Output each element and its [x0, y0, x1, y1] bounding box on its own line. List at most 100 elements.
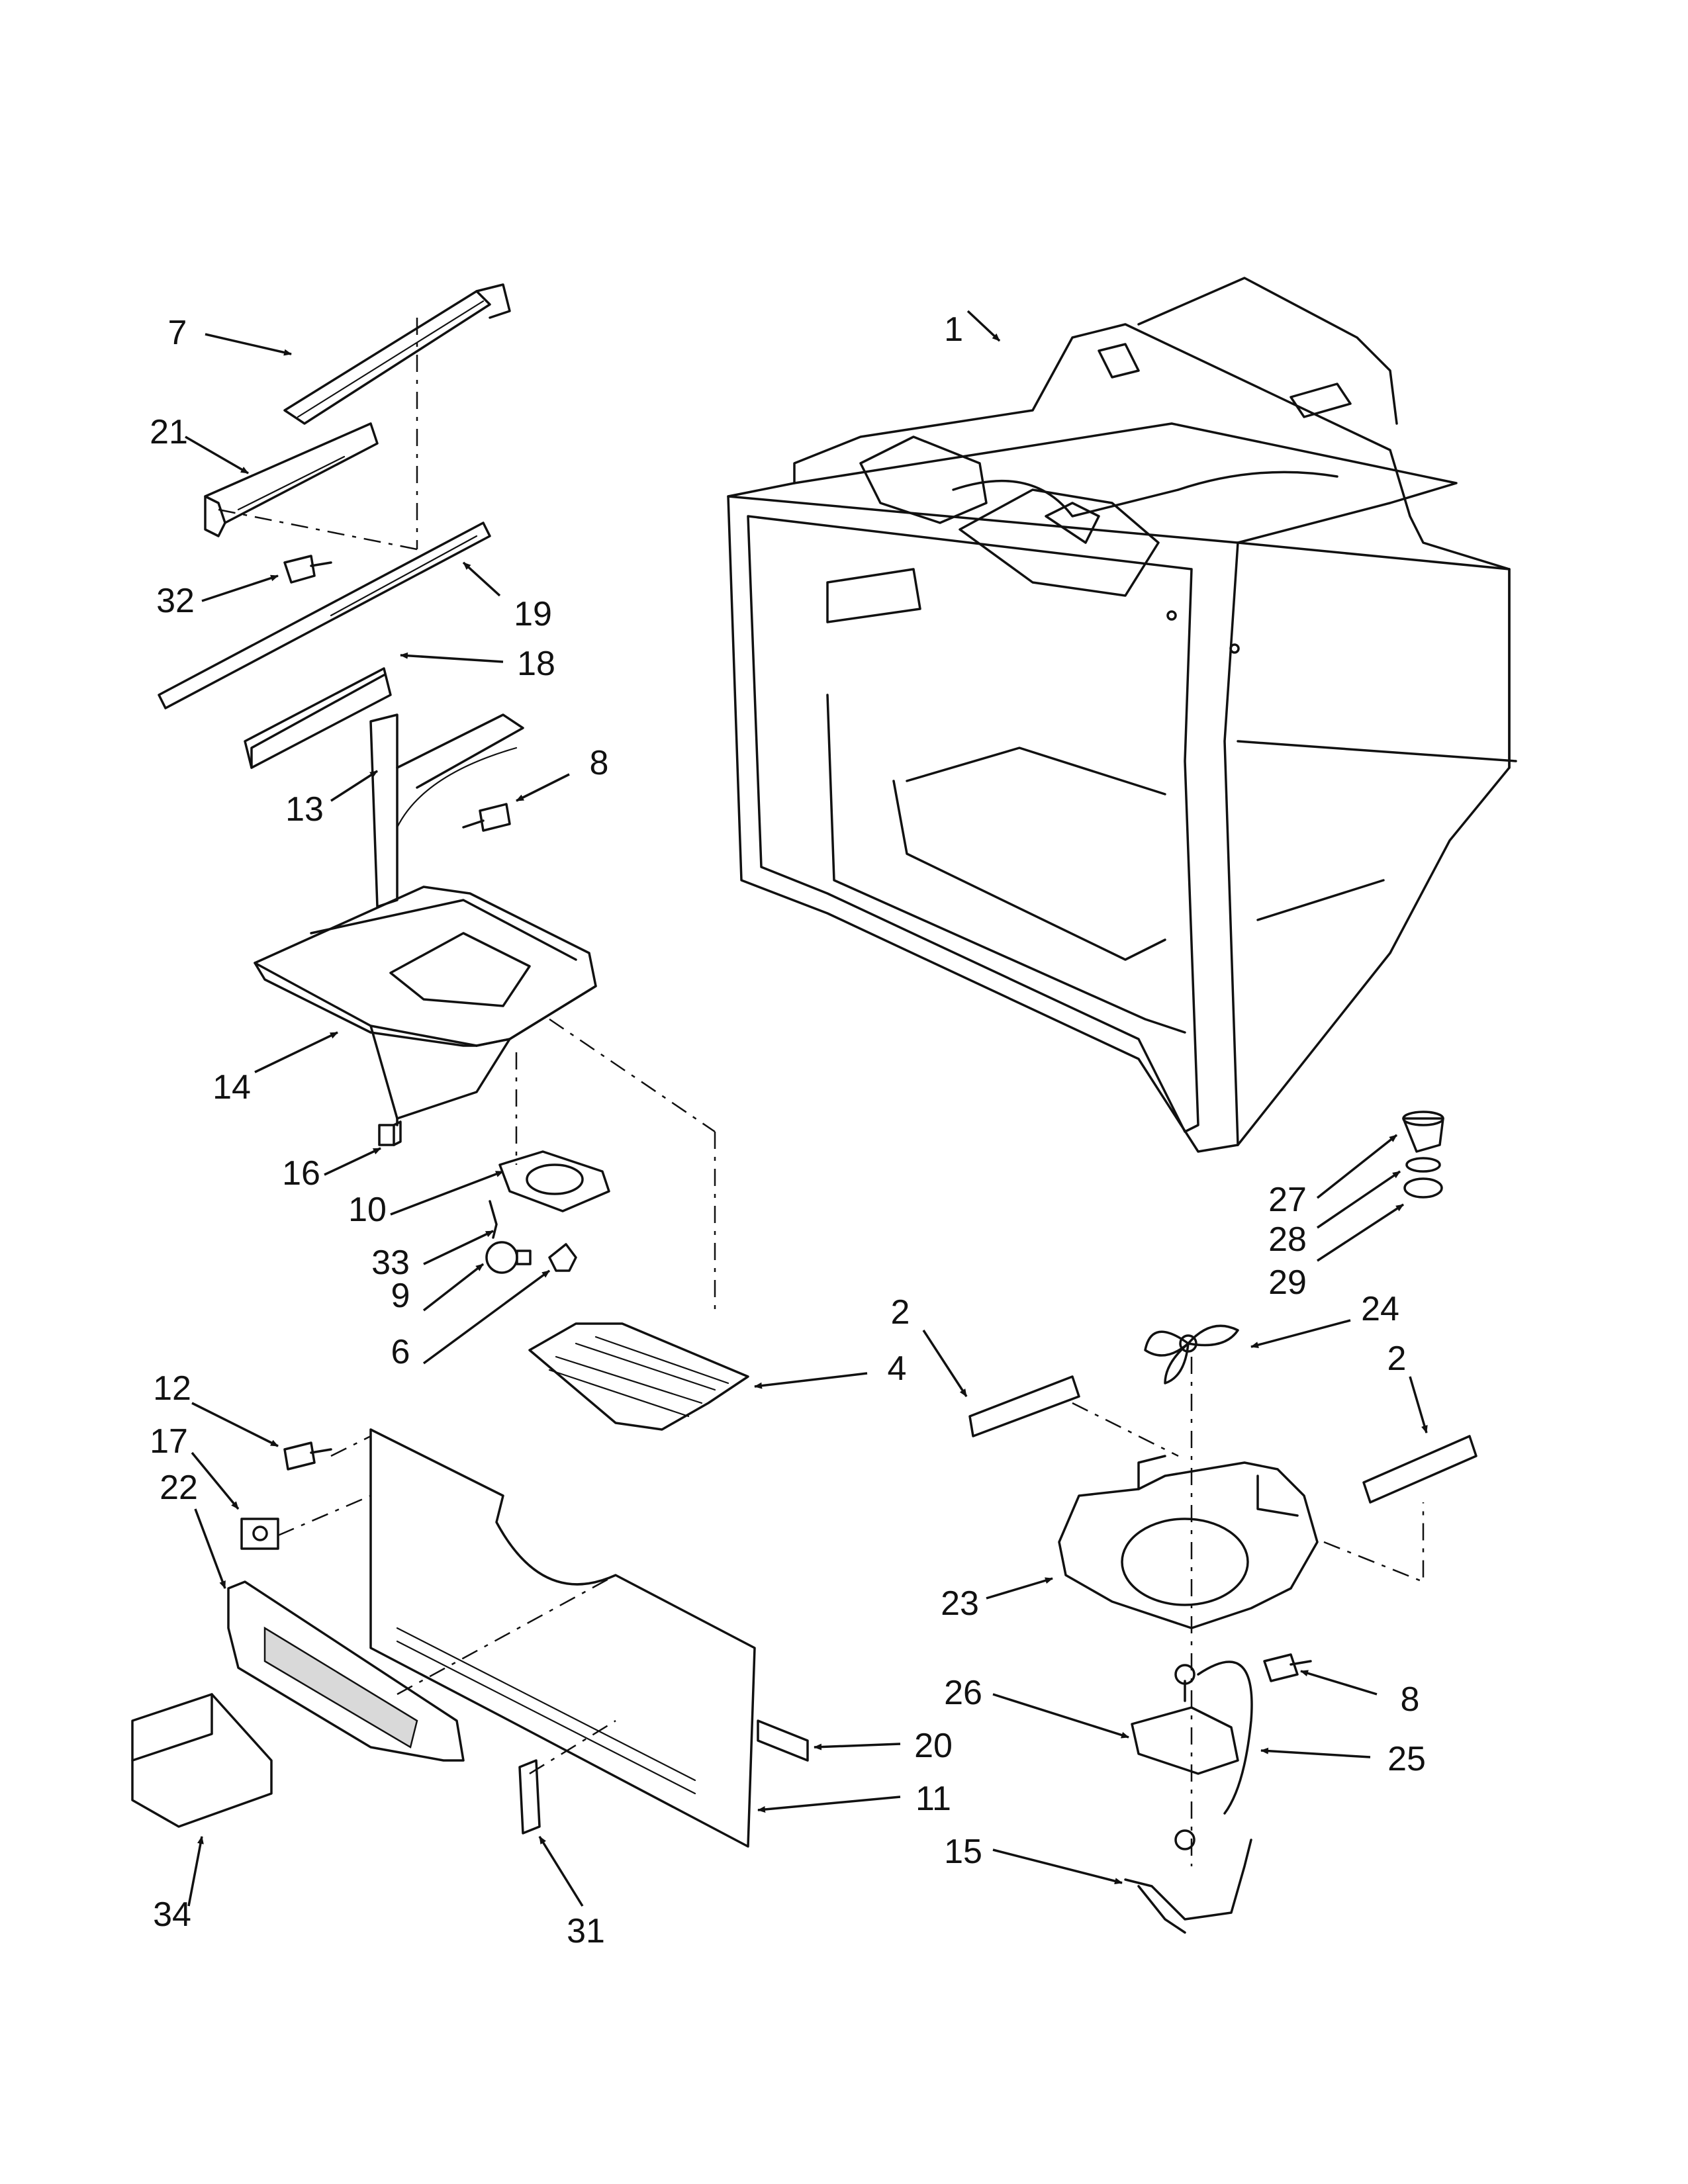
callout-31: 31 [567, 1912, 605, 1950]
callout-22: 22 [160, 1469, 198, 1507]
leader-16 [324, 1147, 381, 1176]
screw-32-part [283, 555, 332, 584]
leader-18 [400, 652, 504, 663]
fan-housing-part [1058, 1455, 1319, 1629]
drip-tray-part [528, 1322, 749, 1431]
rail-bracket-part [204, 422, 379, 537]
leader-24 [1250, 1319, 1351, 1348]
leader-4 [754, 1372, 868, 1389]
leader-8a [516, 773, 570, 802]
screw-33-part [489, 1200, 498, 1239]
callout-34: 34 [153, 1895, 191, 1934]
slide-rail-part [158, 522, 491, 709]
callout-26: 26 [944, 1674, 982, 1712]
callout-2b: 2 [1387, 1340, 1407, 1378]
callout-labels: 1 2 2 4 6 7 8 8 9 10 11 12 13 14 15 16 1… [150, 310, 1426, 1950]
foam-strip-20-part [757, 1719, 809, 1762]
grommet-part [1403, 1177, 1443, 1199]
callout-24: 24 [1361, 1290, 1399, 1328]
foam-strip-left-part [968, 1375, 1080, 1437]
leader-29 [1317, 1203, 1404, 1262]
callout-32: 32 [156, 582, 195, 620]
callout-6: 6 [391, 1333, 410, 1371]
rear-panel-part [369, 1428, 756, 1848]
fan-blade-part [1144, 1324, 1239, 1385]
lower-rail-part [244, 667, 392, 769]
leader-12 [191, 1402, 279, 1447]
leader-2b [1409, 1376, 1428, 1433]
callout-25: 25 [1387, 1740, 1426, 1778]
callout-17: 17 [150, 1422, 188, 1461]
callout-8b: 8 [1401, 1680, 1420, 1719]
leader-6 [422, 1269, 551, 1365]
leader-31 [538, 1836, 584, 1907]
upper-rail-part [283, 283, 511, 425]
callout-27: 27 [1268, 1181, 1307, 1219]
side-bracket-part [369, 713, 524, 908]
grille-part [227, 1580, 465, 1762]
callout-18: 18 [517, 645, 555, 683]
cover-part [131, 1693, 273, 1828]
callout-20: 20 [914, 1727, 953, 1765]
freezer-liner-part [727, 277, 1517, 1153]
callout-leaders [185, 310, 1428, 1907]
leader-8b [1300, 1670, 1378, 1696]
screw-8-lower-part [1263, 1653, 1312, 1682]
callout-28: 28 [1268, 1220, 1307, 1259]
leader-27 [1316, 1134, 1398, 1199]
leader-23 [986, 1577, 1053, 1600]
motor-bracket-part [1124, 1829, 1252, 1934]
leader-20 [814, 1743, 901, 1751]
leader-13 [330, 770, 378, 802]
callout-13: 13 [285, 790, 324, 829]
leader-17 [191, 1451, 240, 1510]
callout-15: 15 [944, 1833, 982, 1871]
callout-16: 16 [282, 1154, 320, 1193]
light-bulb-part [485, 1241, 532, 1274]
callout-4: 4 [888, 1349, 907, 1388]
callout-8a: 8 [590, 744, 609, 782]
callout-1: 1 [944, 310, 963, 349]
wire-harness-part [1197, 1661, 1253, 1815]
leader-15 [992, 1848, 1123, 1885]
leader-33 [423, 1230, 494, 1265]
leader-34 [187, 1836, 204, 1907]
lamp-housing-part [498, 1150, 610, 1212]
foam-strip-right-part [1362, 1435, 1477, 1504]
clip-part [518, 1759, 541, 1835]
leader-9 [422, 1263, 485, 1312]
leader-10 [390, 1170, 504, 1216]
callout-33: 33 [371, 1244, 410, 1282]
thermistor-part [240, 1518, 279, 1550]
callout-11: 11 [915, 1780, 951, 1818]
fan-motor-part [1131, 1664, 1239, 1775]
evaporator-cover-part [254, 886, 597, 1126]
assembly-lines [218, 318, 1425, 1866]
callout-9: 9 [391, 1277, 410, 1315]
leader-26 [992, 1693, 1129, 1739]
leader-28 [1317, 1170, 1401, 1229]
callout-29: 29 [1268, 1263, 1307, 1302]
leader-32 [201, 574, 279, 602]
callout-7: 7 [168, 314, 187, 352]
leader-1 [966, 310, 1001, 342]
callout-14: 14 [212, 1068, 251, 1107]
leader-14 [254, 1031, 338, 1073]
o-ring-part [1405, 1157, 1441, 1173]
leader-11 [757, 1796, 901, 1813]
callout-19: 19 [514, 595, 552, 633]
callout-12: 12 [153, 1369, 191, 1408]
screw-8-upper-part [462, 803, 511, 832]
callout-10: 10 [348, 1191, 387, 1229]
leader-19 [462, 561, 501, 597]
callout-21: 21 [150, 413, 188, 451]
leader-21 [185, 435, 249, 475]
callout-2a: 2 [891, 1293, 910, 1332]
leader-7 [205, 333, 292, 356]
damper-part [1402, 1111, 1444, 1153]
leader-25 [1260, 1747, 1371, 1758]
leader-2a [922, 1330, 968, 1397]
leader-22 [194, 1508, 226, 1589]
callout-23: 23 [941, 1584, 979, 1623]
